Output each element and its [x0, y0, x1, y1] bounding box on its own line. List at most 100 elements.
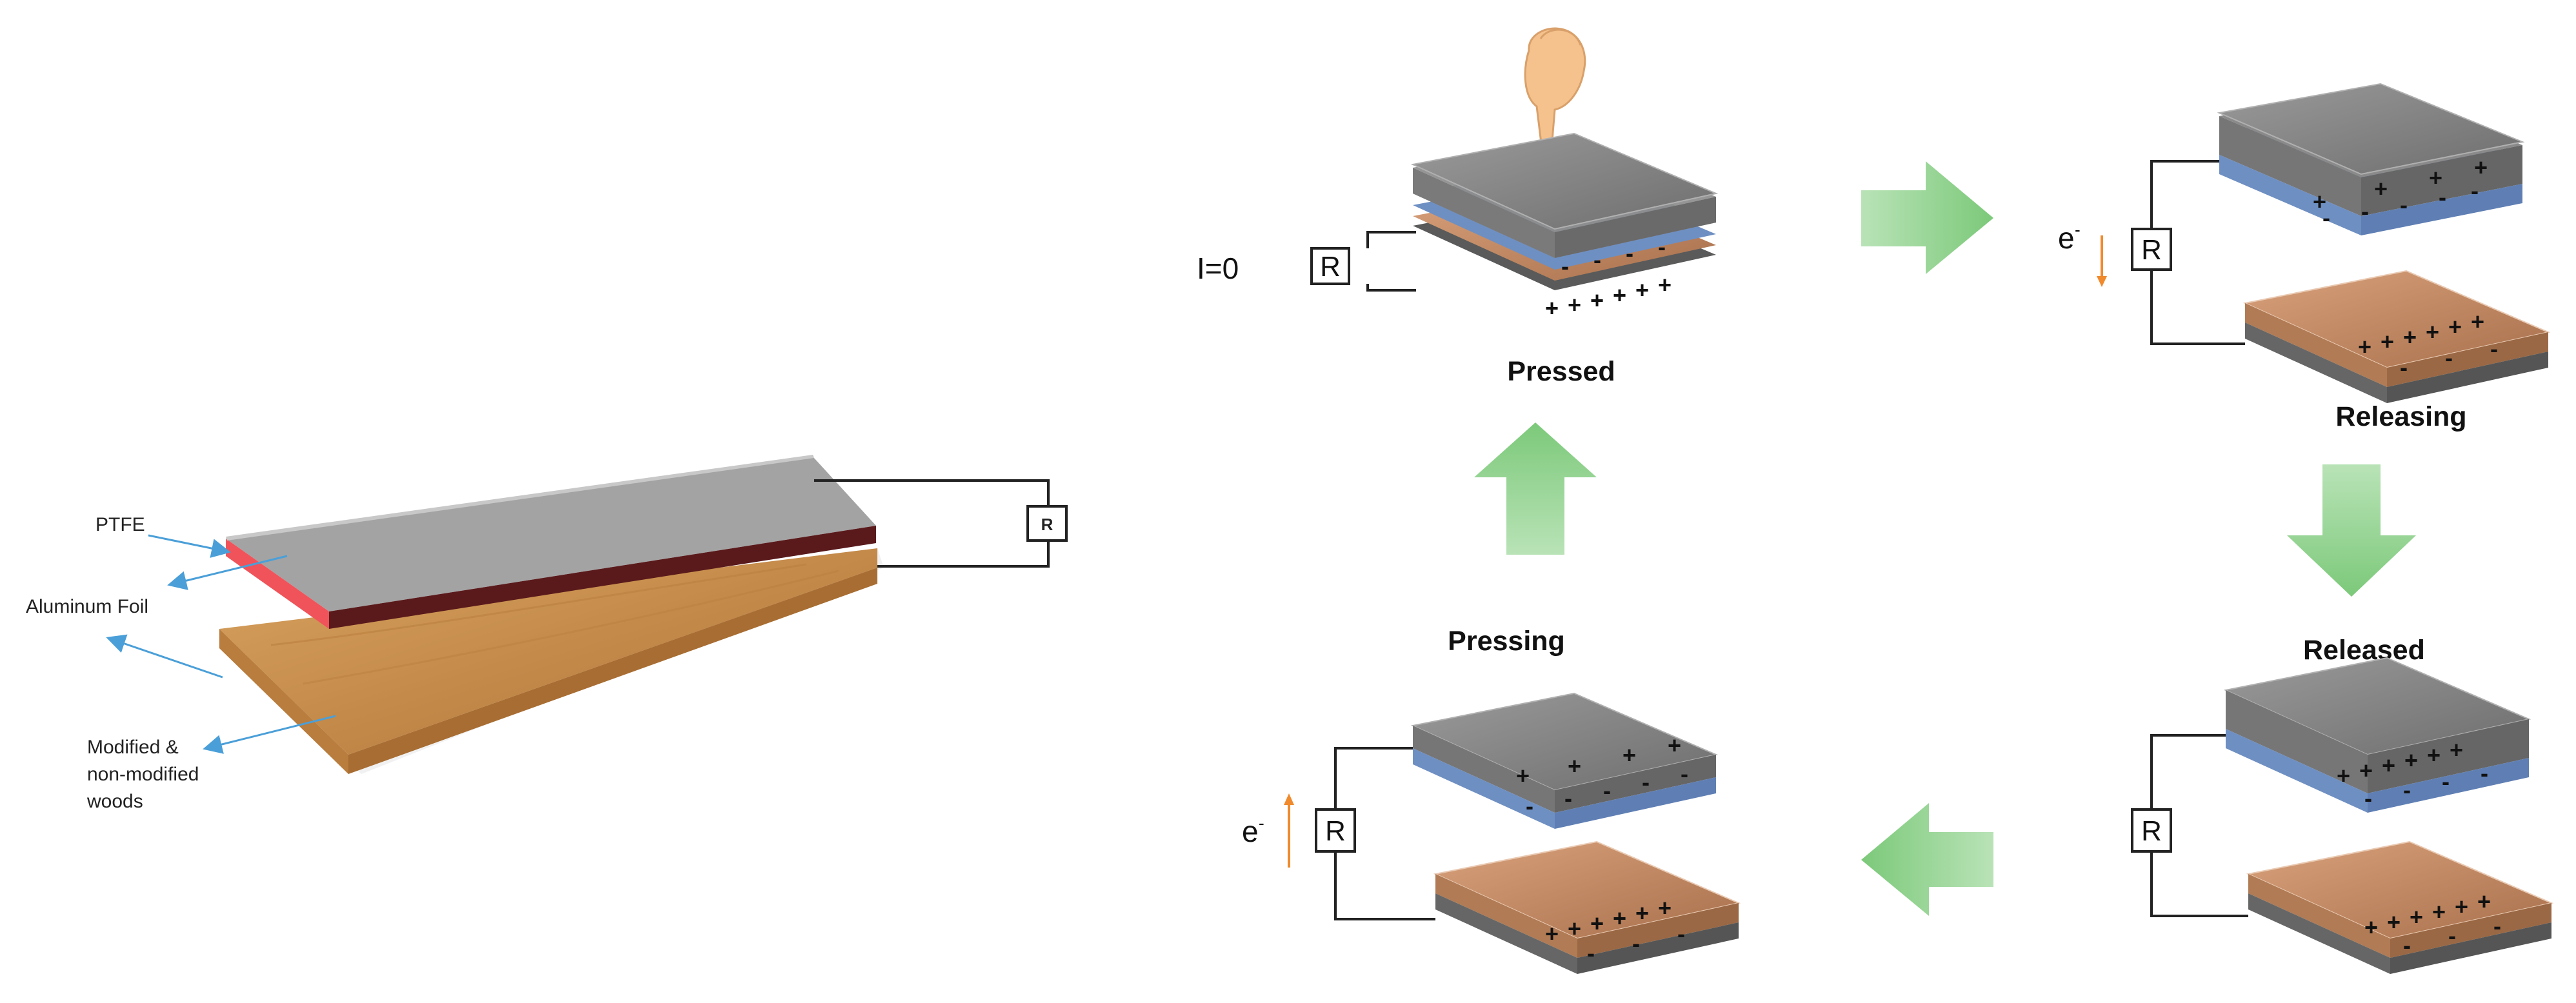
svg-text:-: - [2403, 932, 2411, 958]
svg-text:-: - [1642, 769, 1650, 795]
label-aluminum-foil: Aluminum Foil [26, 596, 148, 617]
svg-text:+: + [2448, 313, 2462, 340]
svg-text:+: + [1622, 742, 1636, 768]
pressing-signs: + + + + - - - - - + + + + + + - - - [1516, 732, 1688, 966]
svg-text:-: - [1658, 233, 1666, 260]
svg-text:+: + [1545, 295, 1559, 321]
pressing-resistor [1315, 808, 1356, 853]
svg-text:+: + [1516, 762, 1530, 789]
svg-text:+: + [2374, 175, 2388, 202]
stage-label-releasing: Releasing [2335, 401, 2466, 432]
svg-text:+: + [2474, 154, 2488, 181]
pressed-signs: + + + + + + - - - - [1545, 233, 1672, 321]
stage-label-pressed: Pressed [1507, 356, 1615, 387]
wood-slab [219, 548, 877, 774]
svg-text:+: + [1668, 732, 1681, 759]
svg-text:R: R [1325, 815, 1346, 847]
pressing-electron: e - [1242, 813, 1264, 848]
svg-text:+: + [1545, 920, 1559, 947]
svg-text:-: - [2403, 777, 2411, 803]
svg-text:+: + [1635, 900, 1649, 926]
stage-released: Released + + + + + + - - - - + + + + + + [2131, 635, 2554, 974]
stage-pressed: + + + + + + - - - - R I=0 Pressed [1197, 27, 1719, 387]
svg-text:R: R [2141, 234, 2162, 266]
cycle-arrow-up [1474, 422, 1597, 555]
svg-text:-: - [1593, 246, 1601, 273]
svg-text:-: - [2361, 198, 2369, 224]
svg-text:R: R [1320, 251, 1341, 283]
svg-text:+: + [2477, 888, 2491, 915]
stage-releasing: + + + + - - - - - + + + + + + - - - R e … [2058, 83, 2551, 432]
svg-text:+: + [2359, 757, 2373, 784]
svg-text:-: - [1603, 777, 1611, 804]
svg-text:-: - [2448, 922, 2456, 949]
svg-text:-: - [2493, 913, 2501, 939]
svg-text:-: - [2481, 760, 2488, 786]
device-circuit: R [814, 479, 1068, 568]
releasing-electron: e - [2058, 220, 2081, 255]
svg-text:-: - [1587, 940, 1595, 966]
finger-icon [1524, 27, 1586, 154]
released-resistor [2131, 808, 2172, 853]
svg-text:-: - [1677, 920, 1685, 947]
cycle-arrow-left [1861, 803, 1993, 916]
device-schematic: R PTFE Aluminum Foil Modified & non-modi… [26, 455, 1068, 812]
svg-text:-: - [2400, 192, 2408, 218]
svg-text:+: + [2337, 762, 2350, 789]
svg-text:-: - [1561, 253, 1569, 279]
svg-text:+: + [2364, 914, 2378, 940]
current-label: I=0 [1197, 252, 1239, 285]
svg-text:+: + [2403, 324, 2417, 350]
svg-text:+: + [2432, 899, 2446, 925]
label-wood-3: woods [86, 791, 143, 812]
svg-text:-: - [1626, 240, 1633, 266]
label-ptfe: PTFE [95, 514, 145, 535]
cycle-arrow-down [2287, 464, 2416, 597]
pressed-resistor [1310, 247, 1350, 285]
released-signs: + + + + + + - - - - + + + + + + - - - [2337, 737, 2501, 958]
svg-text:-: - [2442, 768, 2450, 795]
svg-text:+: + [2313, 188, 2326, 215]
leader-lines [106, 534, 336, 754]
svg-text:-: - [1681, 760, 1688, 787]
label-wood-2: non-modified [87, 764, 199, 785]
svg-text:-: - [2322, 204, 2330, 231]
svg-text:+: + [1568, 915, 1581, 942]
top-electrode [226, 455, 876, 629]
svg-text:-: - [2490, 335, 2498, 362]
electron-arrow-down-icon [2097, 235, 2107, 287]
svg-text:+: + [2387, 909, 2401, 935]
electron-arrow-up-icon [1284, 793, 1294, 868]
svg-text:+: + [1590, 287, 1604, 313]
svg-text:+: + [2455, 893, 2468, 920]
cycle-arrow-right [1861, 161, 1993, 274]
svg-text:+: + [2427, 742, 2441, 768]
stage-label-pressing: Pressing [1448, 626, 1565, 657]
svg-text:+: + [2358, 333, 2371, 360]
svg-text:-: - [1259, 813, 1264, 833]
svg-text:+: + [1613, 282, 1626, 308]
svg-text:-: - [1526, 793, 1533, 819]
svg-text:+: + [2410, 904, 2423, 930]
svg-text:+: + [1568, 292, 1581, 318]
svg-text:+: + [2404, 747, 2418, 773]
svg-text:+: + [2382, 752, 2395, 779]
svg-text:+: + [1635, 277, 1649, 303]
svg-text:+: + [1658, 272, 1672, 298]
svg-text:+: + [1568, 753, 1581, 779]
svg-text:-: - [2364, 785, 2372, 811]
svg-text:+: + [2429, 164, 2442, 191]
svg-text:-: - [2445, 344, 2453, 371]
svg-text:-: - [2439, 184, 2446, 210]
resistor-box [1026, 505, 1068, 542]
svg-text:-: - [2075, 220, 2081, 239]
releasing-signs: + + + + - - - - - + + + + + + - - - [2313, 154, 2498, 381]
svg-text:+: + [1590, 910, 1604, 937]
svg-text:e: e [1242, 815, 1259, 848]
svg-text:+: + [2471, 308, 2484, 335]
svg-text:-: - [1564, 785, 1572, 811]
resistor-label: R [1041, 515, 1053, 534]
stage-pressing: Pressing + + + + - - - - - + + + + + + - [1242, 626, 1741, 974]
svg-text:+: + [2450, 737, 2463, 763]
